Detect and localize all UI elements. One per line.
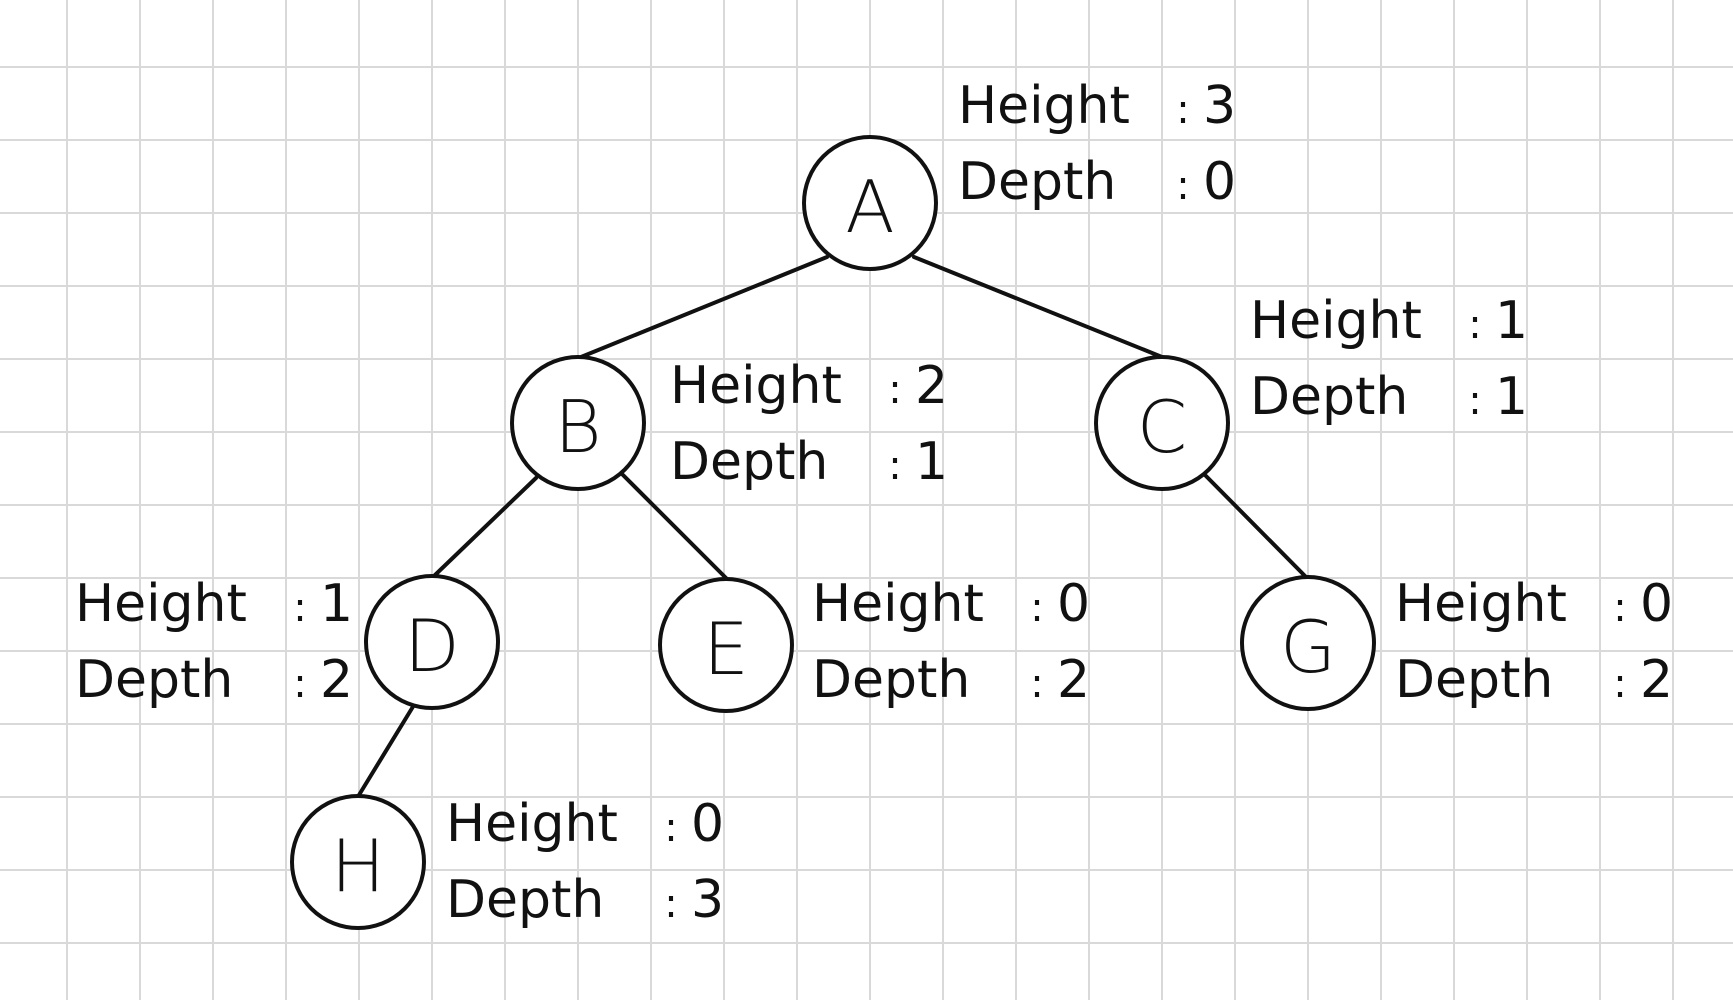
separator: : bbox=[1613, 585, 1627, 631]
edge-c-g bbox=[1202, 472, 1308, 579]
depth-label: Depth bbox=[958, 152, 1117, 212]
node-b: B bbox=[510, 355, 646, 491]
separator: : bbox=[1468, 302, 1482, 348]
height-value: 0 bbox=[691, 794, 725, 854]
edge-a-c bbox=[912, 255, 1164, 359]
height-label: Height bbox=[958, 76, 1130, 136]
depth-value: 2 bbox=[320, 650, 354, 710]
depth-value: 2 bbox=[1057, 650, 1091, 710]
depth-value: 3 bbox=[691, 870, 725, 930]
node-a-info: Height:3 Depth:0 bbox=[958, 70, 1236, 222]
edge-b-e bbox=[620, 472, 729, 581]
node-c: C bbox=[1094, 355, 1230, 491]
depth-label: Depth bbox=[446, 870, 605, 930]
separator: : bbox=[664, 881, 678, 927]
depth-label: Depth bbox=[670, 432, 829, 492]
node-g-label: G bbox=[1280, 605, 1336, 689]
node-a-label: A bbox=[845, 165, 894, 249]
node-h: H bbox=[290, 794, 426, 930]
node-b-label: B bbox=[554, 385, 601, 469]
separator: : bbox=[1030, 661, 1044, 707]
height-value: 0 bbox=[1640, 574, 1674, 634]
node-d-info: Height:1 Depth:2 bbox=[75, 568, 353, 720]
depth-value: 2 bbox=[1640, 650, 1674, 710]
node-a: A bbox=[802, 135, 938, 271]
node-h-info: Height:0 Depth:3 bbox=[446, 788, 724, 940]
node-d: D bbox=[364, 574, 500, 710]
height-label: Height bbox=[1250, 291, 1422, 351]
depth-label: Depth bbox=[812, 650, 971, 710]
node-b-info: Height:2 Depth:1 bbox=[670, 350, 948, 502]
height-label: Height bbox=[446, 794, 618, 854]
height-value: 0 bbox=[1057, 574, 1091, 634]
height-value: 3 bbox=[1203, 76, 1237, 136]
height-value: 1 bbox=[1495, 291, 1529, 351]
separator: : bbox=[888, 367, 902, 413]
height-label: Height bbox=[670, 356, 842, 416]
height-value: 1 bbox=[320, 574, 354, 634]
separator: : bbox=[1176, 163, 1190, 209]
separator: : bbox=[1030, 585, 1044, 631]
separator: : bbox=[1176, 87, 1190, 133]
separator: : bbox=[664, 805, 678, 851]
separator: : bbox=[888, 443, 902, 489]
separator: : bbox=[1613, 661, 1627, 707]
node-e-label: E bbox=[703, 607, 749, 691]
node-g: G bbox=[1240, 575, 1376, 711]
depth-label: Depth bbox=[1395, 650, 1554, 710]
node-e: E bbox=[658, 577, 794, 713]
depth-label: Depth bbox=[75, 650, 234, 710]
height-label: Height bbox=[75, 574, 247, 634]
node-g-info: Height:0 Depth:2 bbox=[1395, 568, 1673, 720]
separator: : bbox=[1468, 378, 1482, 424]
node-d-label: D bbox=[404, 604, 459, 688]
depth-value: 1 bbox=[1495, 367, 1529, 427]
depth-label: Depth bbox=[1250, 367, 1409, 427]
node-e-info: Height:0 Depth:2 bbox=[812, 568, 1090, 720]
node-c-label: C bbox=[1137, 385, 1187, 469]
depth-value: 1 bbox=[915, 432, 949, 492]
separator: : bbox=[293, 585, 307, 631]
edge-d-h bbox=[357, 703, 416, 797]
edge-b-d bbox=[432, 476, 538, 578]
height-value: 2 bbox=[915, 356, 949, 416]
height-label: Height bbox=[812, 574, 984, 634]
edge-a-b bbox=[579, 255, 829, 359]
depth-value: 0 bbox=[1203, 152, 1237, 212]
node-c-info: Height:1 Depth:1 bbox=[1250, 285, 1528, 437]
separator: : bbox=[293, 661, 307, 707]
node-h-label: H bbox=[331, 824, 385, 908]
height-label: Height bbox=[1395, 574, 1567, 634]
